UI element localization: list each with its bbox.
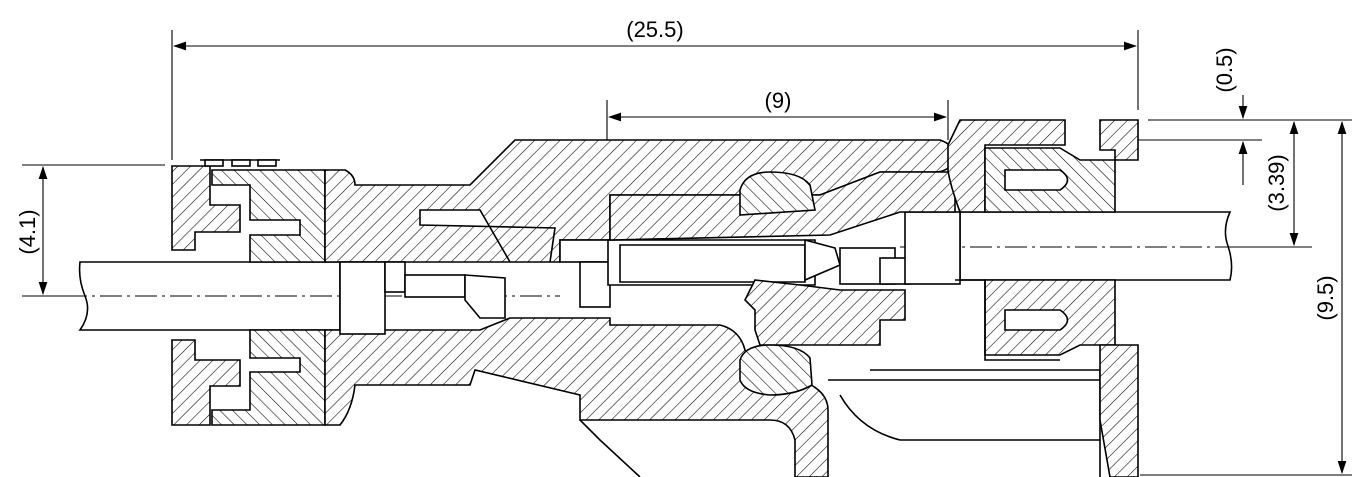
right-clamp-nut bbox=[947, 119, 1139, 477]
dim-label-mid-length: (9) bbox=[765, 88, 792, 113]
dimension-top-gap: (0.5) bbox=[1118, 47, 1352, 185]
left-clamp-nut bbox=[171, 159, 326, 426]
dim-label-right-offset: (3.39) bbox=[1264, 154, 1289, 211]
dimension-overall-length: (25.5) bbox=[171, 17, 1139, 160]
dimension-right-offset: (3.39) bbox=[1200, 120, 1312, 248]
dim-label-top-gap: (0.5) bbox=[1212, 47, 1237, 92]
inner-contact bbox=[339, 211, 961, 335]
dim-label-overall-height: (9.5) bbox=[1313, 275, 1338, 320]
dimension-overall-height: (9.5) bbox=[1140, 120, 1352, 476]
dim-label-overall-length: (25.5) bbox=[626, 17, 683, 42]
center-housing bbox=[609, 171, 1101, 477]
dim-label-left-height: (4.1) bbox=[15, 209, 40, 254]
